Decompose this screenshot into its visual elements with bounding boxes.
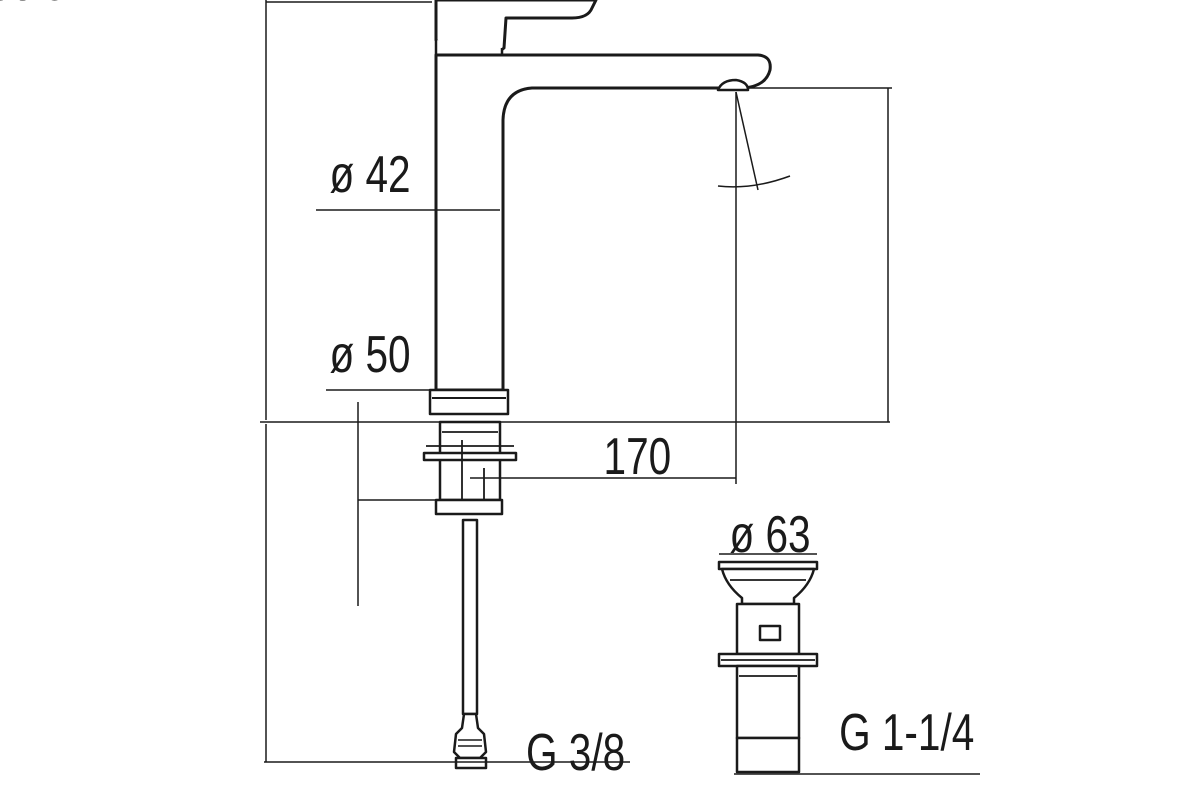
fixing-washer [422, 451, 518, 462]
label-supply-thread: G 3/8 [526, 723, 625, 781]
dimension-labels: 268 410 max 45 ø 42 ø 50 170 212 12° ø 6… [0, 0, 974, 781]
label-outflow-angle: 12° [0, 0, 31, 11]
label-base-diameter: ø 50 [329, 325, 410, 383]
hose-fitting [452, 712, 488, 760]
supply-hose [461, 518, 479, 716]
faucet-body [434, 53, 772, 392]
label-max-deck: max 45 [0, 0, 66, 11]
faucet-drawing [422, 0, 772, 770]
faucet-base-ring [428, 388, 510, 416]
waste-tail [735, 664, 801, 740]
waste-tail-end [735, 736, 801, 774]
label-spout-height: 212 [0, 0, 34, 11]
waste-drawing [717, 560, 819, 774]
dimension-lines [260, 0, 980, 775]
waste-cone [720, 567, 816, 606]
faucet-aerator [716, 78, 750, 92]
label-hose-length: 410 [0, 0, 34, 11]
label-waste-diameter: ø 63 [729, 505, 810, 563]
fixing-nut [434, 498, 504, 516]
label-spout-reach: 170 [604, 427, 672, 485]
label-waste-thread: G 1-1/4 [839, 703, 974, 761]
label-body-diameter: ø 42 [329, 145, 410, 203]
waste-overflow-slot [758, 624, 782, 642]
label-total-height: 268 [0, 0, 34, 11]
